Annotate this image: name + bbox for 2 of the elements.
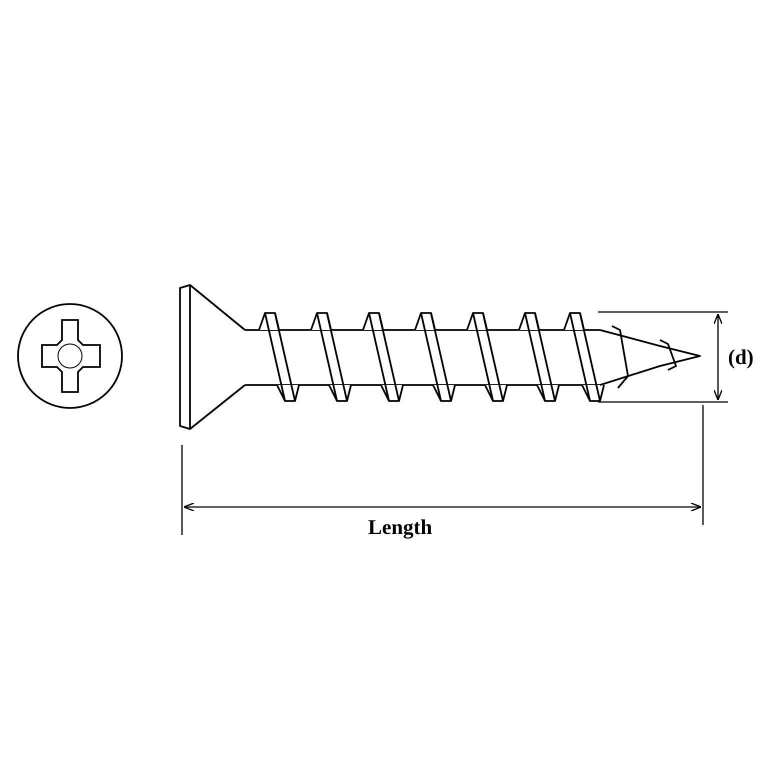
dimension-label: (d) <box>728 347 754 368</box>
dimension-label: Length <box>368 517 432 538</box>
